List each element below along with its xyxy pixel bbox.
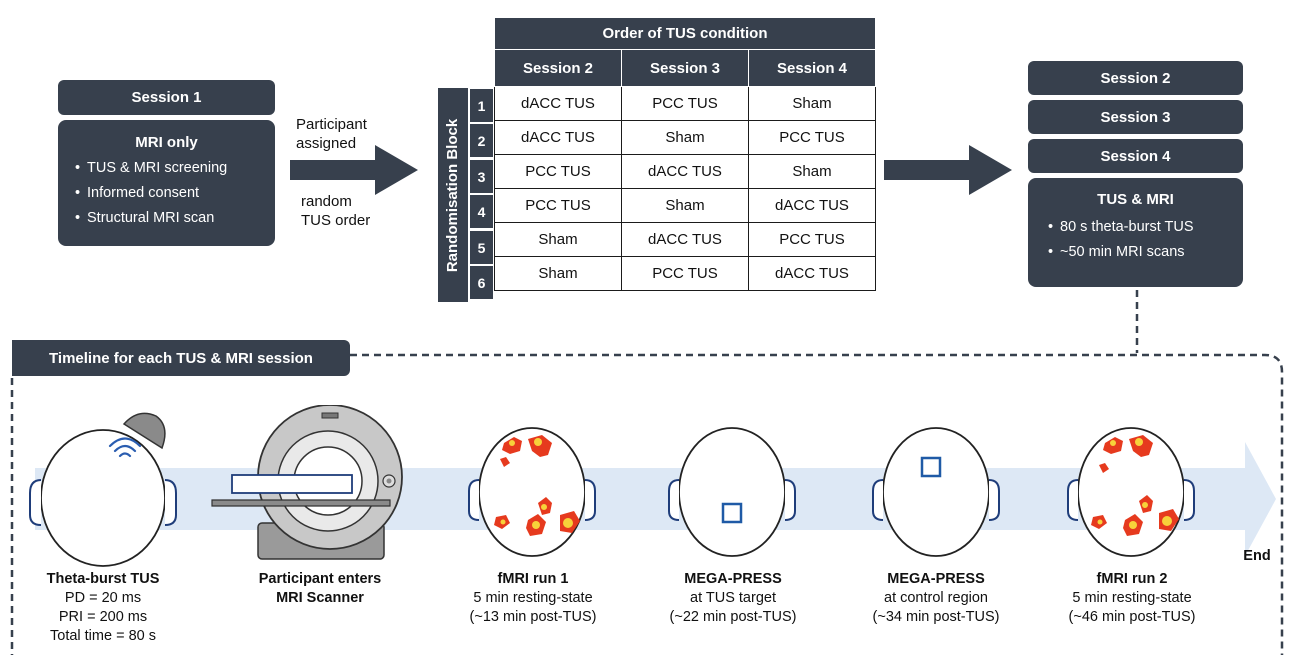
step-label-tus: Theta-burst TUS PD = 20 ms PRI = 200 ms … — [46, 571, 160, 644]
transducer-icon — [122, 412, 166, 450]
table-col-header: Session 2 — [494, 49, 622, 87]
block-number: 4 — [470, 195, 493, 228]
session1-item: •Informed consent — [75, 185, 200, 201]
block-number: 5 — [470, 231, 493, 264]
block-number: 3 — [470, 160, 493, 193]
table-cell: PCC TUS — [494, 188, 622, 223]
table-cell: PCC TUS — [621, 256, 749, 291]
session2-header: Session 2 — [1028, 61, 1243, 95]
timeline-title: Timeline for each TUS & MRI session — [12, 340, 350, 376]
assignment-label-top: Participant assigned — [296, 116, 367, 152]
assign-arrow — [290, 145, 418, 195]
table-cell: dACC TUS — [494, 86, 622, 121]
table-cell: PCC TUS — [748, 120, 876, 155]
tus-order-table: Order of TUS condition Session 2 Session… — [494, 17, 876, 291]
step-label-fmri1: fMRI run 1 5 min resting-state (~13 min … — [469, 571, 597, 625]
sessions-arrow — [884, 145, 1012, 195]
session3-header: Session 3 — [1028, 100, 1243, 134]
step-label-mega-target: MEGA-PRESS at TUS target (~22 min post-T… — [669, 571, 797, 625]
table-cell: dACC TUS — [748, 188, 876, 223]
assignment-label-bottom: random TUS order — [301, 193, 371, 229]
block-number: 1 — [470, 89, 493, 122]
table-cell: Sham — [748, 154, 876, 189]
table-cell: PCC TUS — [748, 222, 876, 257]
fmri-head-2 — [1067, 427, 1195, 557]
step-label-scanner: Participant enters MRI Scanner — [258, 571, 382, 606]
table-cell: dACC TUS — [494, 120, 622, 155]
tus-mri-item: •~50 min MRI scans — [1048, 244, 1185, 260]
session1-card: MRI only •TUS & MRI screening •Informed … — [58, 120, 275, 246]
mri-scanner-illustration — [211, 405, 403, 560]
tus-mri-title: TUS & MRI — [1097, 191, 1174, 208]
timeline-end-label: End — [1243, 548, 1271, 564]
block-number: 6 — [470, 266, 493, 299]
session1-header: Session 1 — [58, 80, 275, 115]
table-row: PCC TUS dACC TUS Sham — [494, 154, 876, 189]
session1-item: •Structural MRI scan — [75, 210, 215, 226]
ultrasound-wave-icon — [108, 437, 142, 458]
tus-mri-item: •80 s theta-burst TUS — [1048, 219, 1194, 235]
step-label-fmri2: fMRI run 2 5 min resting-state (~46 min … — [1068, 571, 1196, 625]
table-cell: dACC TUS — [621, 222, 749, 257]
mega-press-target-head — [668, 427, 796, 557]
voxel-square-icon — [721, 502, 743, 524]
mega-press-control-head — [872, 427, 1000, 557]
step-label-mega-control: MEGA-PRESS at control region (~34 min po… — [872, 571, 1000, 625]
session1-title: MRI only — [135, 134, 198, 151]
tus-mri-card: TUS & MRI •80 s theta-burst TUS •~50 min… — [1028, 178, 1243, 287]
table-cell: Sham — [748, 86, 876, 121]
tus-head-illustration — [29, 412, 177, 567]
table-cell: Sham — [621, 120, 749, 155]
table-cell: Sham — [621, 188, 749, 223]
voxel-square-icon — [920, 456, 942, 478]
randomisation-axis: Randomisation Block — [438, 88, 468, 302]
table-row: Sham PCC TUS dACC TUS — [494, 256, 876, 291]
table-cell: PCC TUS — [621, 86, 749, 121]
table-row: dACC TUS Sham PCC TUS — [494, 120, 876, 155]
session1-item: •TUS & MRI screening — [75, 160, 228, 176]
activation-map-icon — [494, 435, 580, 536]
table-cell: dACC TUS — [621, 154, 749, 189]
table-title: Order of TUS condition — [494, 17, 876, 50]
table-cell: dACC TUS — [748, 256, 876, 291]
table-row: PCC TUS Sham dACC TUS — [494, 188, 876, 223]
table-cell: PCC TUS — [494, 154, 622, 189]
block-number: 2 — [470, 124, 493, 157]
table-col-header: Session 4 — [748, 49, 876, 87]
table-row: dACC TUS PCC TUS Sham — [494, 86, 876, 121]
activation-map-icon — [1091, 435, 1179, 536]
fmri-head-1 — [468, 427, 596, 557]
session4-header: Session 4 — [1028, 139, 1243, 173]
